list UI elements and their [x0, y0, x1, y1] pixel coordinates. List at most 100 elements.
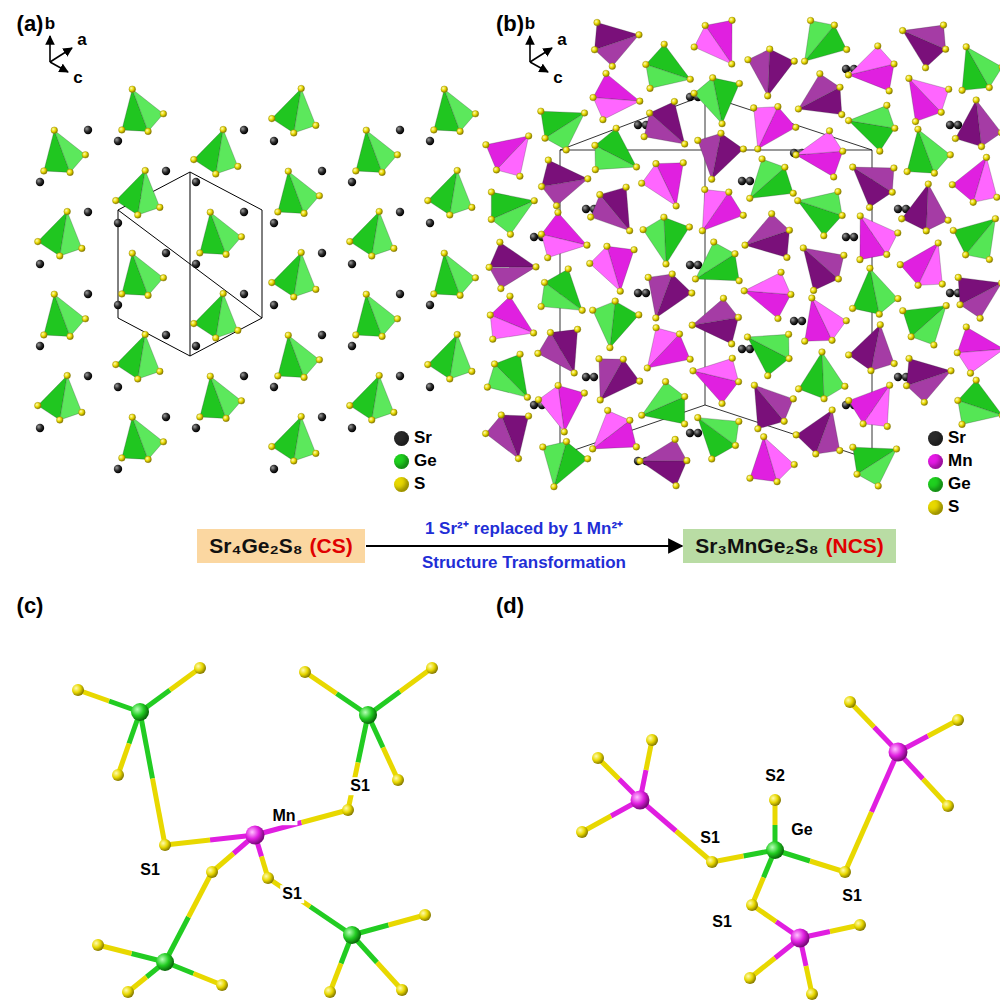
sulfur-atom [653, 315, 660, 322]
sulfur-atom [673, 203, 680, 210]
tetrahedron [751, 382, 797, 432]
sulfur-atom [719, 120, 726, 127]
tetrahedron [954, 324, 1000, 377]
sulfur-atom [51, 291, 58, 298]
sulfur-atom [977, 315, 984, 322]
sulfur-atom [604, 243, 611, 250]
sulfur-atom [963, 324, 970, 331]
strontium-atom [694, 429, 702, 437]
sulfur-atom [446, 376, 453, 383]
tetrahedron [591, 19, 642, 69]
strontium-atom [426, 383, 434, 391]
sulfur-atom [940, 22, 947, 29]
sulfur-atom [826, 128, 833, 135]
axis-line [530, 62, 548, 72]
sulfur-atom [79, 245, 86, 252]
sulfur-atom [952, 135, 959, 142]
sulfur-atom [347, 238, 354, 245]
tetrahedron-face [698, 418, 739, 446]
sulfur-atom [807, 17, 814, 24]
sulfur-atom [671, 98, 678, 105]
sulfur-atom [581, 110, 588, 117]
sulfur-atom [841, 252, 848, 259]
sulfur-atom [647, 85, 654, 92]
strontium-atom [162, 167, 170, 175]
sulfur-atom [238, 398, 245, 405]
tetrahedron-face [132, 89, 163, 131]
sulfur-atom [897, 261, 904, 268]
strontium-atom [850, 233, 858, 241]
tetrahedron-face [796, 131, 843, 155]
tetrahedron [949, 154, 1000, 206]
sulfur-atom [959, 87, 966, 94]
tetrahedron [587, 184, 633, 234]
tetrahedron-face [957, 349, 1000, 373]
sulfur-atom [637, 458, 644, 465]
sulfur-atom [967, 370, 974, 377]
tetrahedron [906, 75, 952, 125]
axis-line [529, 36, 531, 62]
mn-coordination [72, 662, 438, 998]
tetrahedron [638, 160, 686, 210]
tetrahedron-face [132, 253, 163, 295]
sulfur-atom [129, 414, 136, 421]
strontium-atom [240, 208, 248, 216]
tetrahedron [898, 181, 951, 234]
strontium-atom [590, 373, 598, 381]
strontium-atom [318, 331, 326, 339]
sulfur-atom [469, 368, 476, 375]
sulfur-atom [729, 355, 736, 362]
tetrahedron-face [593, 98, 640, 120]
tetrahedron-face [798, 74, 840, 109]
tetrahedron-face [805, 21, 835, 62]
strontium-atom [396, 126, 404, 134]
sulfur-atom [484, 384, 491, 391]
strontium-atom [582, 373, 590, 381]
strontium-atom [84, 126, 92, 134]
tetrahedron-face [960, 283, 1000, 318]
bond-half [189, 872, 213, 917]
sulfur-atom [160, 439, 167, 446]
strontium-atom [162, 413, 170, 421]
sulfur-atom [235, 163, 242, 170]
sulfur-atom [553, 202, 560, 209]
tetrahedron [431, 250, 479, 299]
tetrahedron-face [973, 157, 997, 202]
sulfur-atom [592, 142, 599, 149]
sulfur-atom [867, 265, 874, 272]
sulfur-atom [579, 307, 586, 314]
sulfur-atom [653, 324, 660, 331]
sulfur-atom [457, 292, 464, 299]
tetrahedron [589, 298, 642, 351]
sulfur-atom [923, 228, 930, 235]
tetrahedron [590, 70, 643, 123]
sulfur-atom [921, 399, 928, 406]
sulfur-atom [744, 334, 751, 341]
tetrahedron [535, 382, 587, 435]
sulfur-atom [998, 280, 1000, 287]
tetrahedron [275, 332, 323, 381]
tetrahedron-face [640, 439, 687, 461]
panel-letter: (d) [496, 594, 524, 618]
tetrahedron-face [754, 107, 778, 149]
tetrahedron-face [599, 359, 623, 400]
legend-text: Sr [414, 428, 432, 448]
sulfur-atom [931, 170, 938, 177]
sulfur-atom [857, 213, 864, 220]
sulfur-atom [925, 181, 932, 188]
tetrahedron-face [491, 201, 534, 235]
strontium-atom [114, 137, 122, 145]
sulfur-atom [720, 295, 727, 302]
tetrahedron [482, 412, 532, 462]
sulfur-atom [262, 872, 274, 884]
tetrahedron-face [909, 78, 949, 112]
sulfur-atom [524, 394, 531, 401]
sulfur-atom [191, 156, 198, 163]
tetrahedron [952, 97, 1000, 150]
axis-triad [50, 36, 72, 72]
tetrahedron-face [695, 242, 734, 279]
sulfur-atom [72, 684, 84, 696]
strontium-atom [790, 317, 798, 325]
tetrahedron-face [642, 382, 685, 416]
sulfur-atom [79, 409, 86, 416]
